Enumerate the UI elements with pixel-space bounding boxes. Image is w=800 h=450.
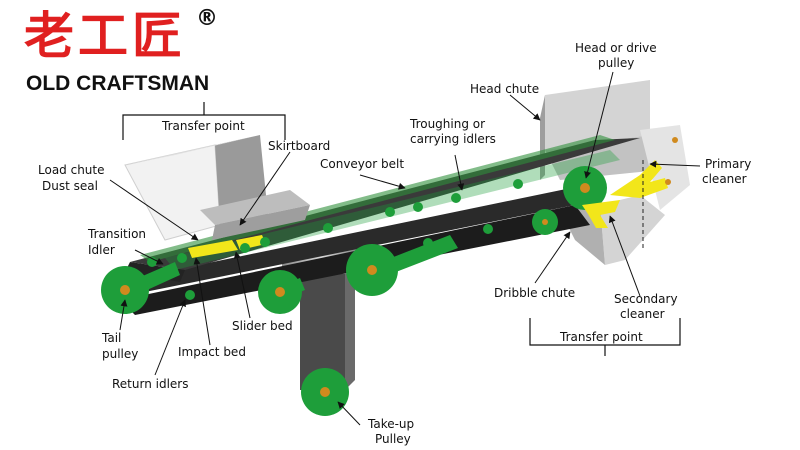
label-head-pulley-2: pulley xyxy=(598,56,634,70)
snub-pulley xyxy=(258,270,302,314)
label-skirtboard: Skirtboard xyxy=(268,139,330,153)
label-troughing-2: carrying idlers xyxy=(410,132,496,146)
brand-name-chinese: 老工匠 xyxy=(24,6,186,65)
idler-set xyxy=(147,179,523,300)
label-impact-bed: Impact bed xyxy=(178,345,246,359)
label-secondary-cleaner-2: cleaner xyxy=(620,307,665,321)
skirtboard xyxy=(200,190,310,240)
label-transition-2: Idler xyxy=(88,243,115,257)
return-side-pulley xyxy=(532,209,558,235)
transfer-point-bracket-left xyxy=(122,102,286,140)
label-tail-pulley-1: Tail xyxy=(101,331,121,345)
label-secondary-cleaner-1: Secondary xyxy=(614,292,678,306)
label-dribble-chute: Dribble chute xyxy=(494,286,575,300)
label-primary-cleaner-1: Primary xyxy=(705,157,751,171)
label-load-chute: Load chute xyxy=(38,163,105,177)
secondary-cleaner xyxy=(582,200,620,228)
tail-pulley xyxy=(101,266,149,314)
label-take-up-1: Take-up xyxy=(367,417,414,431)
primary-cleaner xyxy=(610,137,678,198)
label-transfer-point-left: Transfer point xyxy=(161,119,245,133)
leader-lines xyxy=(109,71,701,426)
label-tail-pulley-2: pulley xyxy=(102,347,138,361)
label-conveyor-belt: Conveyor belt xyxy=(320,157,404,171)
label-take-up-2: Pulley xyxy=(375,432,411,446)
transfer-point-bracket-right xyxy=(529,318,681,356)
bend-pulley xyxy=(346,244,398,296)
label-transfer-point-right: Transfer point xyxy=(559,330,643,344)
take-up-pulley xyxy=(301,368,349,416)
label-slider-bed: Slider bed xyxy=(232,319,293,333)
label-dust-seal: Dust seal xyxy=(42,179,98,193)
head-drive-pulley xyxy=(563,166,607,210)
label-return-idlers: Return idlers xyxy=(112,377,189,391)
label-primary-cleaner-2: cleaner xyxy=(702,172,747,186)
brand-name-english: OLD CRAFTSMAN xyxy=(26,72,210,95)
label-head-chute: Head chute xyxy=(470,82,539,96)
label-head-pulley-1: Head or drive xyxy=(575,41,657,55)
label-troughing-1: Troughing or xyxy=(409,117,485,131)
label-transition-1: Transition xyxy=(87,227,146,241)
registered-trademark: ® xyxy=(196,6,218,31)
